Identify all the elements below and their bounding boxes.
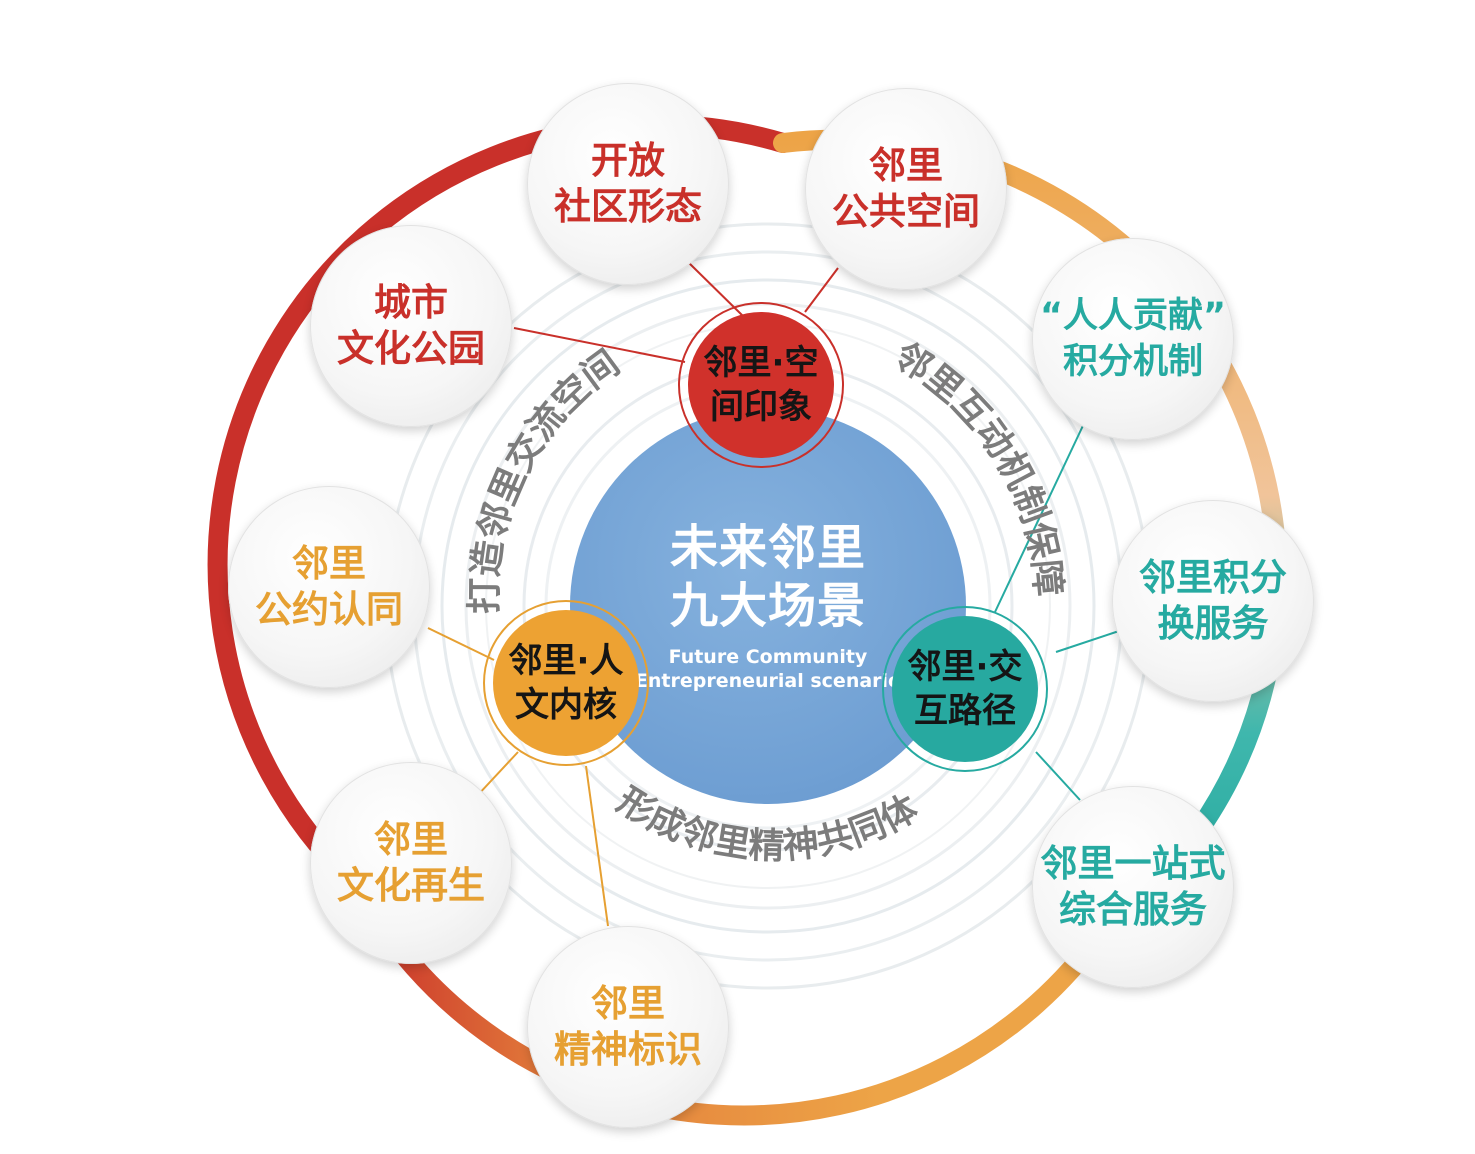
scenario-label-line2: 公约认同: [255, 588, 403, 631]
hub-humanistic-line1: 邻里·人: [508, 641, 624, 681]
scenario-contribution-points: “人人贡献” 积分机制: [1032, 238, 1234, 440]
hub-interaction-line2: 互路径: [914, 691, 1016, 731]
scenario-label-line2: 积分机制: [1062, 342, 1203, 382]
scenario-label-line1: 邻里一站式: [1040, 842, 1226, 885]
scenario-label-line2: 公共空间: [832, 190, 980, 233]
connector-line: [513, 327, 686, 363]
connector-line: [427, 627, 495, 661]
connector-line: [1035, 751, 1081, 801]
scenario-points-exchange: 邻里积分 换服务: [1112, 500, 1314, 702]
scenario-label-line1: 邻里积分: [1139, 556, 1287, 599]
scenario-label-line2: 社区形态: [554, 185, 702, 228]
scenario-label-line1: “人人贡献”: [1039, 296, 1226, 336]
scenario-convention-recognition: 邻里 公约认同: [228, 486, 430, 688]
connector-line: [585, 765, 609, 927]
scenario-label-line2: 综合服务: [1059, 888, 1207, 931]
connector-line: [804, 267, 839, 313]
scenario-one-stop-service: 邻里一站式 综合服务: [1032, 786, 1234, 988]
concentric-ring: [440, 278, 1096, 934]
outer-ring-arc-bottom: [348, 877, 1112, 1126]
hub-spatial-line2: 间印象: [710, 387, 812, 427]
hub-humanistic-core: 邻里·人 文内核: [493, 610, 639, 756]
hub-spatial-line1: 邻里·空: [703, 343, 819, 383]
scenario-city-cultural-park: 城市 文化公园: [310, 225, 512, 427]
scenario-label-line2: 文化再生: [337, 864, 485, 907]
hub-interaction-line1: 邻里·交: [907, 647, 1023, 687]
center-subtitle-line1: Future Community: [668, 646, 868, 668]
scenario-label-line1: 开放: [591, 139, 665, 182]
center-title-line2: 九大场景: [669, 578, 866, 634]
scenario-label-line2: 换服务: [1157, 602, 1269, 645]
hub-interaction-path: 邻里·交 互路径: [892, 616, 1038, 762]
scenario-label-line1: 邻里: [374, 818, 448, 861]
scenario-label-line1: 邻里: [869, 144, 943, 187]
scenario-label-line1: 城市: [374, 281, 448, 324]
scenario-label-line2: 精神标识: [554, 1028, 702, 1071]
scenario-spirit-mark: 邻里 精神标识: [527, 926, 729, 1128]
scenario-label-line1: 邻里: [292, 542, 366, 585]
connector-line: [994, 414, 1089, 613]
connector-line: [1055, 629, 1123, 653]
hub-ring-interaction: [882, 606, 1048, 772]
hub-humanistic-line2: 文内核: [515, 685, 617, 725]
scenario-label-line1: 邻里: [591, 982, 665, 1025]
hub-ring-spatial: [678, 302, 844, 468]
scenario-label-line2: 文化公园: [337, 327, 485, 370]
scenario-culture-regeneration: 邻里 文化再生: [310, 762, 512, 964]
hub-spatial-impression: 邻里·空 间印象: [688, 312, 834, 458]
center-subtitle-line2: Entrepreneurial scenario: [634, 670, 902, 692]
scenario-public-space: 邻里 公共空间: [805, 88, 1007, 290]
hub-ring-humanistic: [483, 600, 649, 766]
center-title-line1: 未来邻里: [669, 520, 866, 576]
scenario-open-community: 开放 社区形态: [527, 83, 729, 285]
